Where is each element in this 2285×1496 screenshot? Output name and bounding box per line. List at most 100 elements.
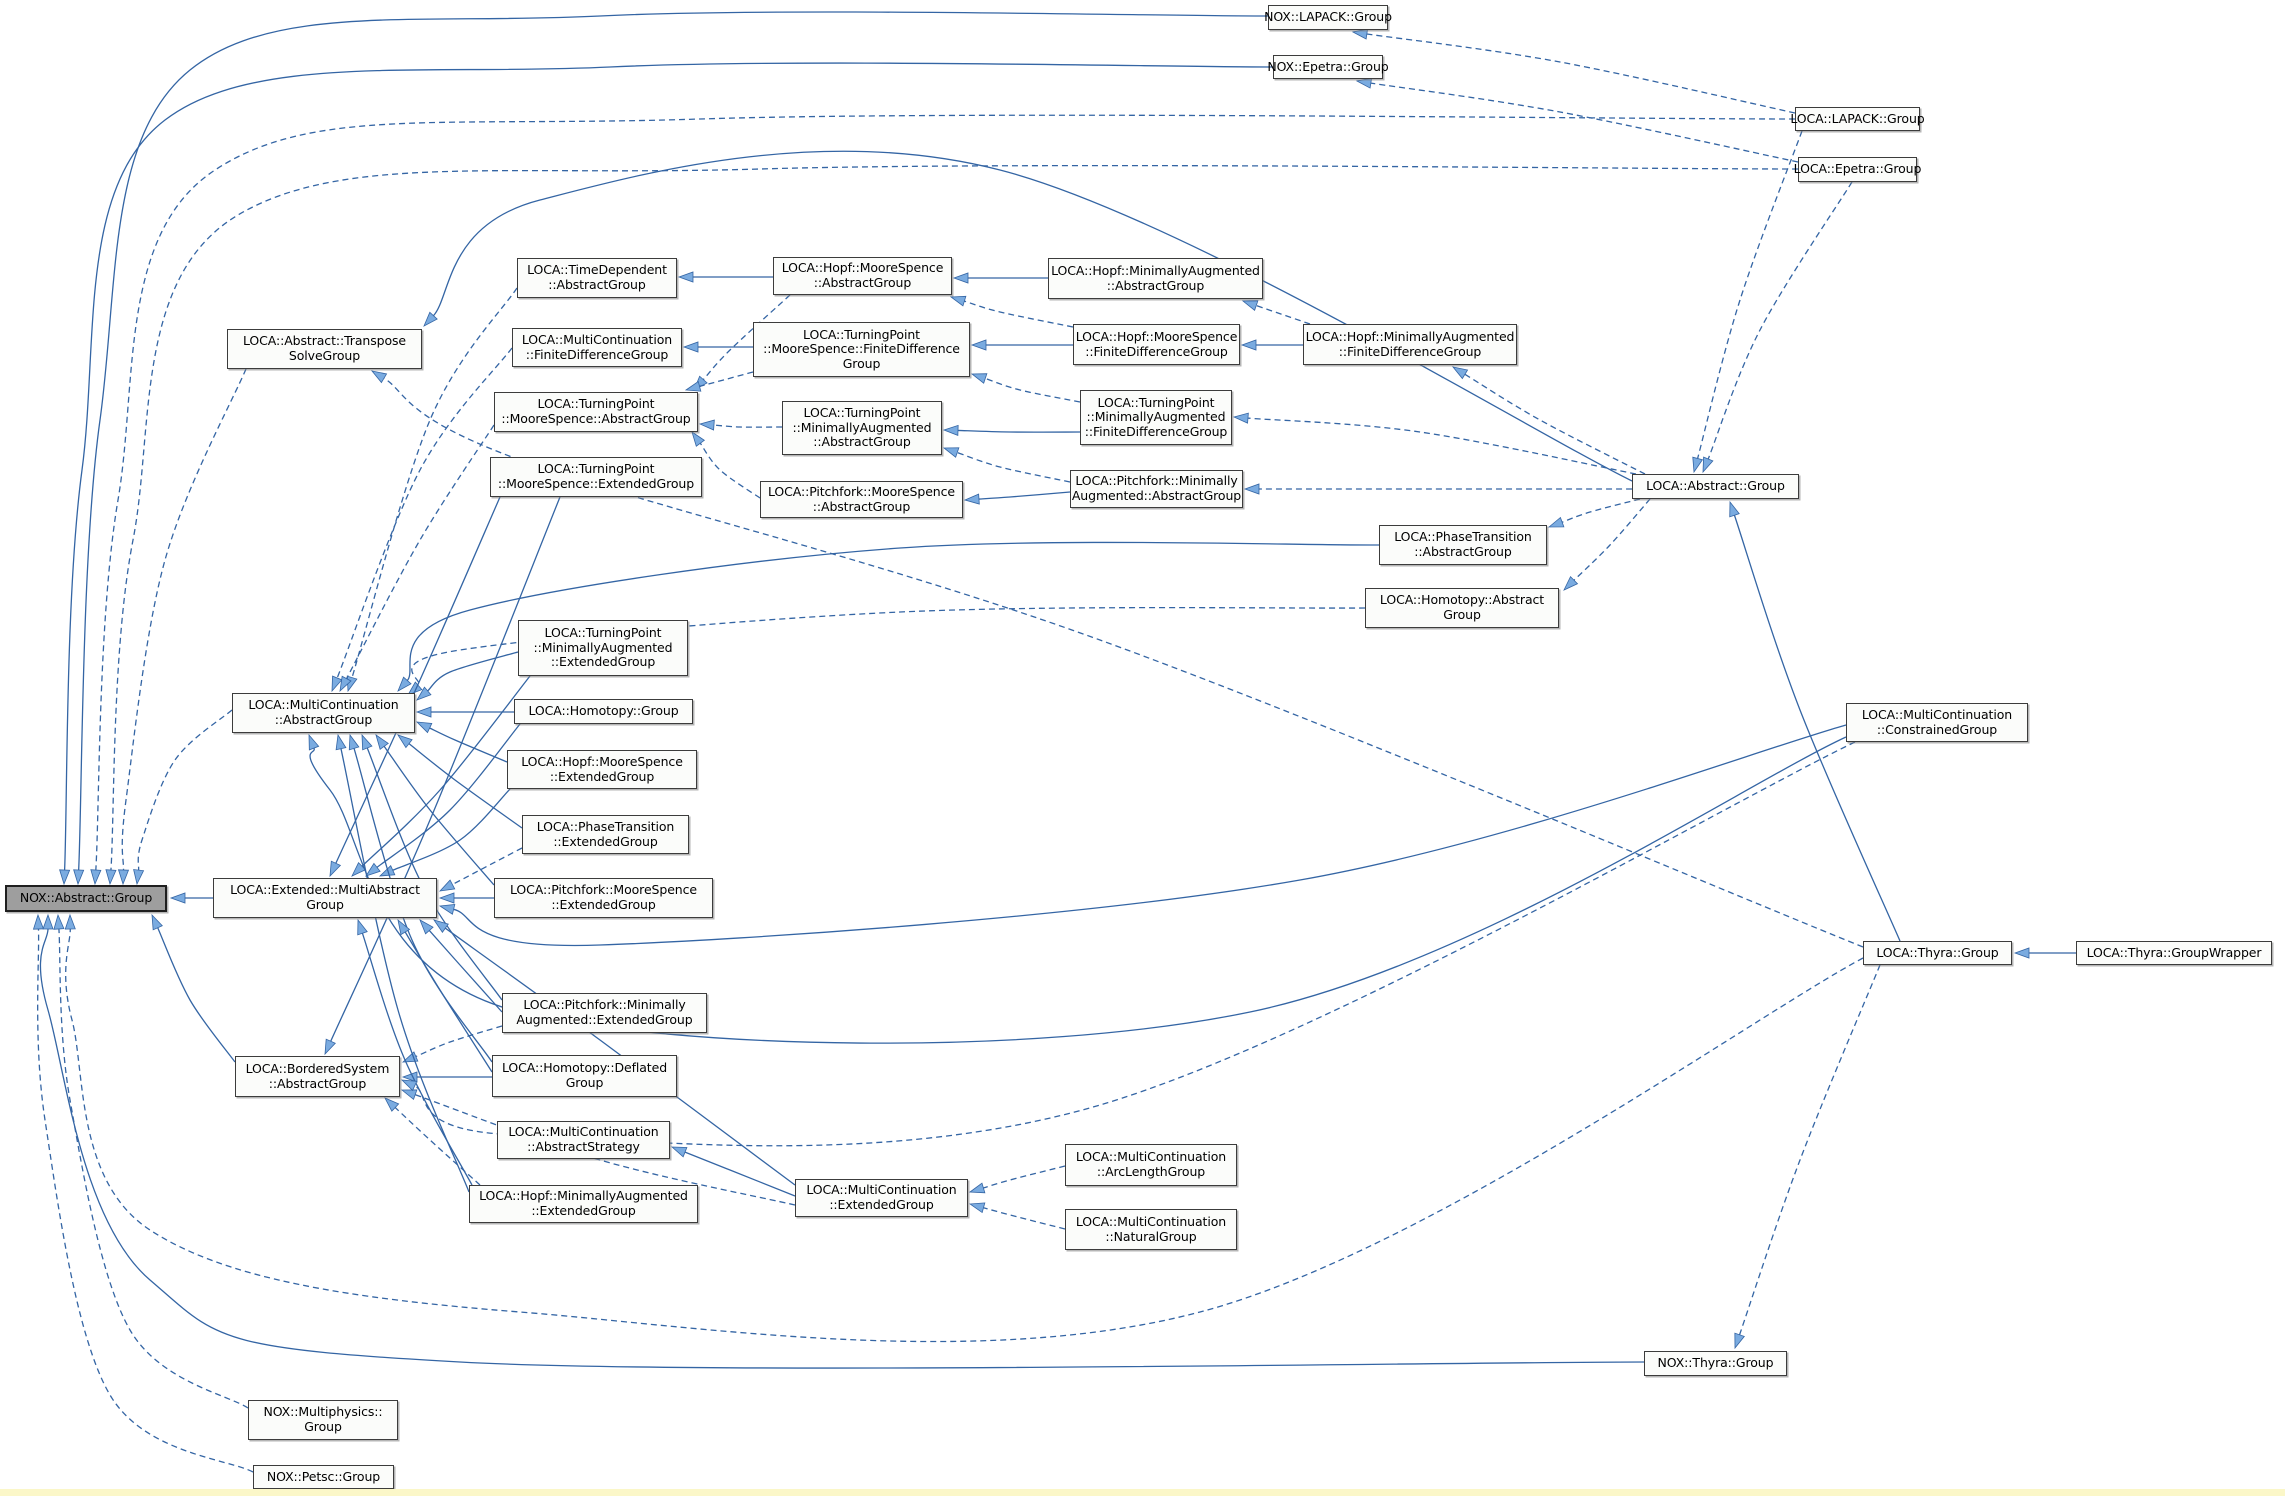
node-mcStrategy[interactable]: LOCA::MultiContinuation::AbstractStrateg… [497, 1121, 670, 1159]
node-label: LOCA::TurningPoint [803, 326, 920, 342]
node-label: ::ExtendedGroup [551, 897, 656, 912]
node-label: LOCA::TurningPoint [1097, 394, 1215, 410]
node-label: Group [1443, 607, 1481, 622]
node-noxAbstract[interactable]: NOX::Abstract::Group [5, 885, 167, 912]
node-ptEg[interactable]: LOCA::PhaseTransition::ExtendedGroup [522, 815, 689, 854]
arrowhead [1547, 516, 1565, 528]
node-label: LOCA::Extended::MultiAbstract [230, 882, 420, 898]
node-noxThyra[interactable]: NOX::Thyra::Group [1644, 1351, 1787, 1376]
node-locaEpetra[interactable]: LOCA::Epetra::Group [1794, 157, 1921, 182]
node-label: LOCA::Hopf::MooreSpence [1075, 328, 1238, 344]
node-label: ::ConstrainedGroup [1876, 721, 1998, 737]
node-hopfMaEg[interactable]: LOCA::Hopf::MinimallyAugmented::Extended… [469, 1185, 698, 1223]
node-mcNatural[interactable]: LOCA::MultiContinuation::NaturalGroup [1065, 1209, 1237, 1250]
node-mcEg[interactable]: LOCA::MultiContinuation::ExtendedGroup [795, 1179, 968, 1217]
node-label: LOCA::PhaseTransition [1394, 529, 1532, 545]
node-tpMaAg[interactable]: LOCA::TurningPoint::MinimallyAugmented::… [782, 401, 942, 455]
arrowhead [1734, 1332, 1745, 1350]
node-label: ::MinimallyAugmented [792, 419, 932, 435]
node-label: ::ArcLengthGroup [1096, 1164, 1206, 1179]
node-homotopyGroup[interactable]: LOCA::Homotopy::Group [514, 699, 693, 724]
node-label: Augmented::ExtendedGroup [516, 1012, 693, 1027]
node-mcCg[interactable]: LOCA::MultiContinuation::ConstrainedGrou… [1846, 703, 2028, 742]
node-label: LOCA::Epetra::Group [1793, 161, 1922, 177]
edge-noxPetsc-to-noxAbstract [37, 928, 254, 1473]
node-ptAg[interactable]: LOCA::PhaseTransition::AbstractGroup [1379, 525, 1547, 565]
arrowhead [117, 869, 130, 886]
arrowhead [682, 341, 699, 353]
arrowhead [64, 913, 76, 930]
node-label: ::MinimallyAugmented [533, 639, 673, 655]
node-label: LOCA::Abstract::Group [1646, 478, 1785, 494]
node-tpMsEg[interactable]: LOCA::TurningPoint::MooreSpence::Extende… [490, 457, 702, 497]
node-tpMsAg[interactable]: LOCA::TurningPoint::MooreSpence::Abstrac… [494, 392, 698, 432]
node-tpMaFdg[interactable]: LOCA::TurningPoint::MinimallyAugmented::… [1080, 390, 1232, 445]
node-hopfMsAg[interactable]: LOCA::Hopf::MooreSpence::AbstractGroup [773, 257, 952, 295]
arrowhead [1355, 77, 1373, 89]
node-locaAbstract[interactable]: LOCA::Abstract::Group [1632, 474, 1799, 499]
node-label: Group [306, 897, 344, 912]
node-mcFdg[interactable]: LOCA::MultiContinuation::FiniteDifferenc… [512, 328, 682, 367]
node-label: Augmented::AbstractGroup [1071, 488, 1242, 503]
node-locaLapack[interactable]: LOCA::LAPACK::Group [1790, 107, 1925, 131]
arrowhead [423, 311, 438, 327]
edge-pfMaEg-to-emag [428, 930, 503, 1013]
edge-tpMaEg-to-mcAg [427, 651, 519, 692]
arrowhead [1451, 366, 1469, 380]
node-pfMsEg[interactable]: LOCA::Pitchfork::MooreSpence::ExtendedGr… [494, 878, 713, 918]
node-noxPetsc[interactable]: NOX::Petsc::Group [253, 1465, 394, 1489]
arrowhead [73, 869, 85, 886]
node-label: NOX::Abstract::Group [19, 890, 153, 906]
node-label: NOX::Petsc::Group [266, 1468, 381, 1484]
node-locaThyraWrapper[interactable]: LOCA::Thyra::GroupWrapper [2076, 941, 2272, 965]
node-label: LOCA::TimeDependent [527, 262, 667, 278]
arrowhead [53, 913, 65, 930]
node-label: ::AbstractGroup [1106, 277, 1205, 293]
arrowhead [331, 675, 343, 693]
arrowhead [438, 904, 456, 915]
node-noxEpetra[interactable]: NOX::Epetra::Group [1267, 55, 1389, 79]
edge-noxEpetra-to-noxAbstract [63, 62, 1274, 871]
node-mcAg[interactable]: LOCA::MultiContinuation::AbstractGroup [232, 693, 415, 733]
arrowhead [1702, 456, 1714, 474]
node-mcArcLength[interactable]: LOCA::MultiContinuation::ArcLengthGroup [1065, 1144, 1237, 1186]
node-label: LOCA::MultiContinuation [248, 697, 399, 713]
edge-homotopyDeflated-to-mcAg [353, 748, 493, 1063]
node-hopfMsEg[interactable]: LOCA::Hopf::MooreSpence::ExtendedGroup [507, 750, 697, 789]
node-timeDependent[interactable]: LOCA::TimeDependent::AbstractGroup [517, 258, 677, 298]
node-label: ::AbstractGroup [813, 275, 912, 290]
edge-hopfMaEg-to-bsAg [394, 1107, 481, 1186]
node-label: LOCA::MultiContinuation [508, 1124, 659, 1140]
arrowhead [2013, 947, 2030, 959]
arrowhead [438, 892, 455, 904]
node-label: LOCA::PhaseTransition [536, 818, 675, 834]
node-tpMaEg[interactable]: LOCA::TurningPoint::MinimallyAugmented::… [518, 620, 688, 676]
arrowhead [677, 271, 694, 283]
arrowhead [952, 272, 969, 284]
edge-locaAbstract-to-tpMaFdg [1247, 417, 1637, 475]
node-label: ::ExtendedGroup [829, 1197, 934, 1212]
node-noxMultiphysics[interactable]: NOX::Multiphysics::Group [248, 1400, 398, 1440]
arrowhead [1240, 339, 1257, 351]
arrowhead [1692, 456, 1704, 474]
node-hopfMaAg[interactable]: LOCA::Hopf::MinimallyAugmented::Abstract… [1048, 258, 1263, 299]
edge-bsAg-to-noxAbstract [157, 927, 236, 1063]
node-label: LOCA::Homotopy::Abstract [1379, 592, 1545, 608]
node-pfMsAg[interactable]: LOCA::Pitchfork::MooreSpence::AbstractGr… [760, 481, 963, 518]
edge-pfMsEg-to-mcAg [383, 745, 495, 886]
node-bsAg[interactable]: LOCA::BorderedSystem::AbstractGroup [235, 1056, 400, 1097]
arrowhead [384, 1097, 400, 1112]
node-hopfMaFdg[interactable]: LOCA::Hopf::MinimallyAugmented::FiniteDi… [1303, 324, 1517, 365]
node-label: ::ExtendedGroup [549, 768, 655, 784]
node-noxLapack[interactable]: NOX::LAPACK::Group [1264, 5, 1392, 30]
node-label: ::FiniteDifferenceGroup [1338, 343, 1482, 359]
node-tpMsFdg[interactable]: LOCA::TurningPoint::MooreSpence::FiniteD… [753, 322, 970, 377]
node-locaThyra[interactable]: LOCA::Thyra::Group [1863, 941, 2012, 965]
node-hopfMsFdg[interactable]: LOCA::Hopf::MooreSpence::FiniteDifferenc… [1073, 324, 1240, 365]
